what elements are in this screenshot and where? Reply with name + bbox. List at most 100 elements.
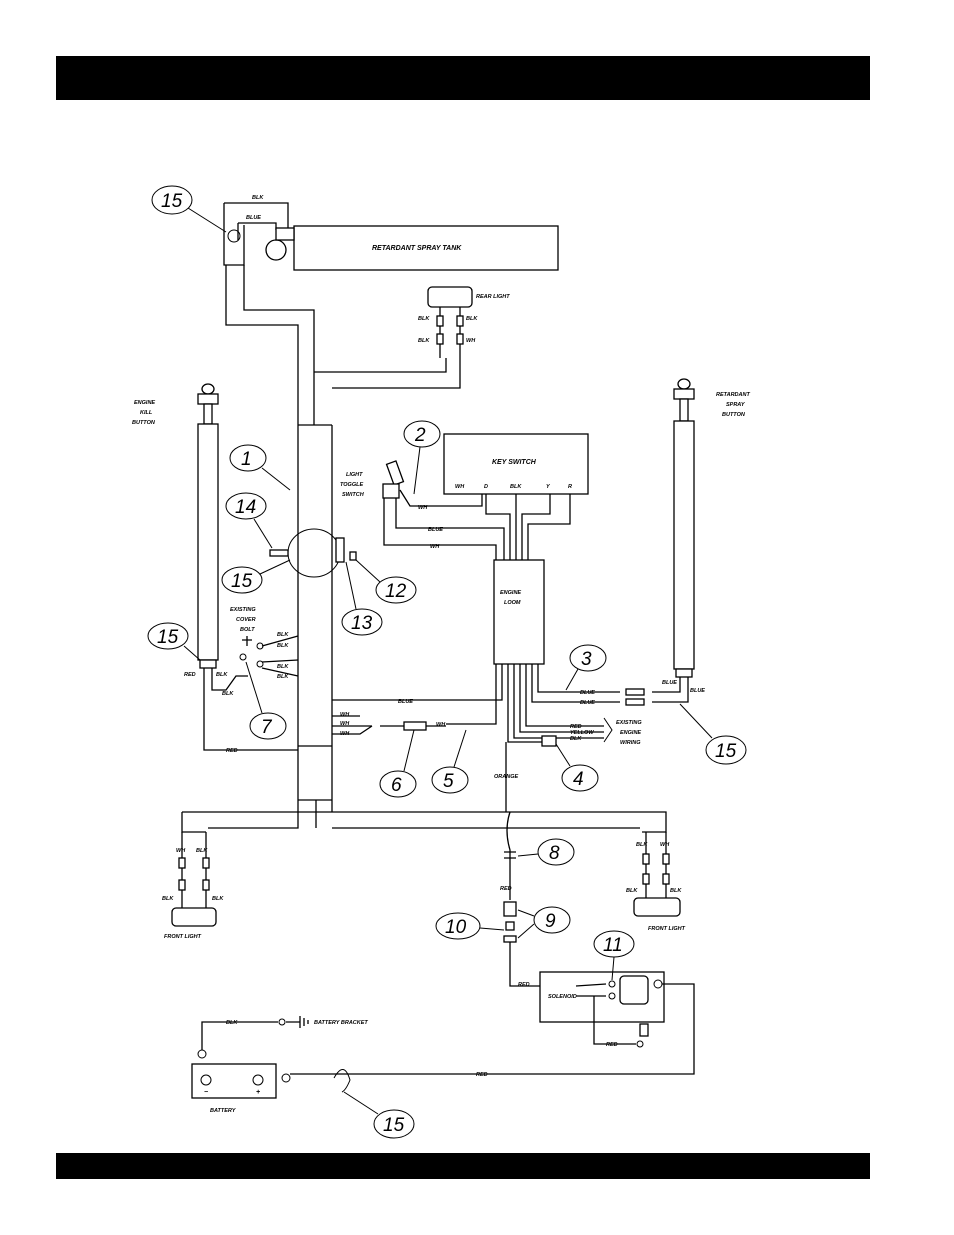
key-terminal-y: Y [546,484,551,490]
spray-button-label-2: SPRAY [726,402,746,408]
battery-wire-blk: BLK [226,1020,238,1026]
rear-light: REAR LIGHT BLK BLK BLK WH [418,286,510,358]
toggle-switch-label-2: TOGGLE [340,482,363,488]
svg-text:8: 8 [549,843,560,864]
callout-15-kill: 15 [147,622,201,661]
spray-wire-blue-1: BLUE [580,690,595,696]
callout-14: 14 [225,492,273,549]
rear-light-wire-wh: WH [466,338,476,344]
loom-wire-wh-1: WH [340,712,350,718]
bolt-wire-blk-2: BLK [277,643,289,649]
svg-text:10: 10 [445,917,467,938]
key-terminal-blk: BLK [510,484,522,490]
solenoid-wire-red-2: RED [606,1042,618,1048]
bolt-wire-blk-1: BLK [277,632,289,638]
toggle-wire-blue: BLUE [428,527,443,533]
callout-12: 12 [355,559,417,604]
callout-9: 9 [517,906,571,939]
front-right-wire-blk-3: BLK [670,888,682,894]
toggle-switch-label-1: LIGHT [346,472,363,478]
front-right-wire-blk-2: BLK [626,888,638,894]
battery-body [191,1063,277,1099]
front-left-wire-blk-1: BLK [196,848,208,854]
callout-13: 13 [341,561,383,636]
callout-4: 4 [555,743,599,792]
toggle-wire-wh-2: WH [430,544,440,550]
battery-wire-red: RED [476,1072,488,1078]
kill-button-label-2: KILL [140,410,153,416]
wire-label-orange: ORANGE [494,774,518,780]
kill-button-label-3: BUTTON [132,420,156,426]
kill-button-wire-blk: BLK [216,672,228,678]
solenoid-label: SOLENOID [548,994,577,1000]
main-harness [181,265,667,833]
svg-text:4: 4 [573,769,584,790]
fuse-wire-red: RED [500,886,512,892]
kill-button-wire-red: RED [184,672,196,678]
existing-wiring-label-1: EXISTING [616,720,642,726]
callout-5: 5 [431,729,469,794]
existing-wire-red: RED [570,724,582,730]
existing-wiring-label-2: ENGINE [620,730,641,736]
header-bar [56,56,870,100]
cover-bolt-label-1: EXISTING [230,607,256,613]
spray-wire-blue-4: BLUE [690,688,705,694]
callout-11: 11 [593,930,635,981]
loom-wire-blue: BLUE [398,699,413,705]
toggle-wire-wh: WH [418,505,428,511]
key-switch-body [443,433,589,495]
spray-tank-label: RETARDANT SPRAY TANK [372,245,462,252]
svg-text:9: 9 [545,911,556,932]
key-terminal-wh: WH [455,484,465,490]
engine-loom-label-2: LOOM [504,600,521,606]
rear-light-wire-blk-2: BLK [466,316,478,322]
bolt-wire-blk-4: BLK [277,674,289,680]
loom-wire-wh-3: WH [340,731,350,737]
engine-loom-label-1: ENGINE [500,590,521,596]
svg-text:−: − [204,1089,208,1096]
svg-text:15: 15 [715,741,737,762]
front-left-wire-blk-2: BLK [162,896,174,902]
loom-wire-wh-2: WH [340,721,350,727]
key-switch: KEY SWITCH WH D BLK Y R [443,433,589,560]
svg-text:11: 11 [603,935,623,956]
cover-bolt-label-3: BOLT [240,627,255,633]
svg-text:15: 15 [231,571,253,592]
solenoid-wire-red: RED [518,982,530,988]
spray-wire-blue-3: BLUE [662,680,677,686]
callout-1: 1 [229,444,291,491]
svg-text:+: + [256,1089,260,1096]
existing-engine-wiring: EXISTING ENGINE WIRING [603,717,642,746]
fuse-and-solenoid: RED RED SOLENOID RED [290,811,695,1075]
callout-3: 3 [565,644,607,691]
engine-loom-body [493,559,545,665]
front-light-right: BLK WH BLK BLK FRONT LIGHT [626,832,686,932]
svg-text:7: 7 [261,717,273,738]
callout-2: 2 [403,420,441,495]
svg-text:5: 5 [443,771,454,792]
front-left-wire-blk-3: BLK [212,896,224,902]
rear-light-label: REAR LIGHT [476,294,510,300]
engine-kill-button: ENGINE KILL BUTTON RED BLK BLK RED [132,383,298,754]
existing-wire-yellow: YELLOW [570,730,594,736]
callout-7: 7 [245,661,287,740]
spray-tank: RETARDANT SPRAY TANK BLK BLUE [223,195,559,271]
callout-15-spray: 15 [679,703,747,765]
engine-loom: ENGINE LOOM BLUE WH WH WH WH RED YELLOW … [298,559,620,812]
key-terminal-d: D [484,484,488,490]
spray-button-label-1: RETARDANT [716,392,750,398]
kill-button-wire-blk-2: BLK [222,691,234,697]
key-switch-label: KEY SWITCH [492,459,537,466]
front-light-right-label: FRONT LIGHT [648,926,686,932]
svg-text:15: 15 [161,191,183,212]
rear-light-wire-blk-1: BLK [418,316,430,322]
detail-ellipse [269,528,357,578]
callout-6: 6 [379,729,417,798]
battery-bracket-label: BATTERY BRACKET [314,1020,368,1026]
kill-button-label-1: ENGINE [134,400,155,406]
wire-label-blue: BLUE [246,215,261,221]
wire-label-red-main: RED [226,748,238,754]
rear-light-wire-blk-3: BLK [418,338,430,344]
callout-15-tank: 15 [151,185,227,233]
